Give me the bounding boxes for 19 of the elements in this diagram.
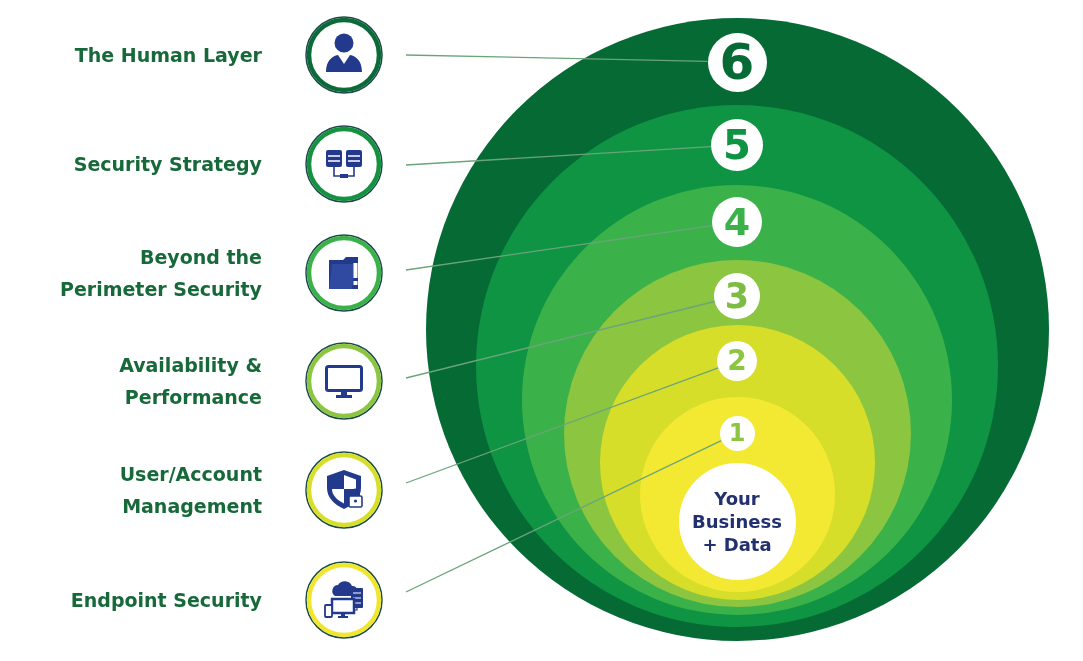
leader-line — [405, 300, 716, 379]
leader-line — [405, 54, 709, 63]
layer-label: The Human Layer — [73, 43, 262, 68]
layer-label: Beyond the Perimeter Security — [58, 245, 262, 302]
number-circle: 4 — [712, 197, 762, 247]
number-circle: 5 — [711, 119, 763, 171]
number-circle: 3 — [714, 273, 760, 319]
leader-line — [405, 224, 713, 271]
number-circle: 1 — [719, 415, 755, 451]
layer-label: Security Strategy — [72, 152, 262, 177]
number-circle: 2 — [717, 341, 757, 381]
center-circle: Your Business + Data — [678, 463, 796, 580]
leader-line — [405, 439, 722, 593]
layer-label: Availability & Performance — [118, 353, 262, 410]
leader-line — [405, 367, 719, 484]
layer-label: User/Account Management — [118, 462, 262, 519]
number-circle: 6 — [707, 32, 767, 92]
leader-line — [405, 145, 712, 166]
layer-label: Endpoint Security — [69, 588, 262, 613]
